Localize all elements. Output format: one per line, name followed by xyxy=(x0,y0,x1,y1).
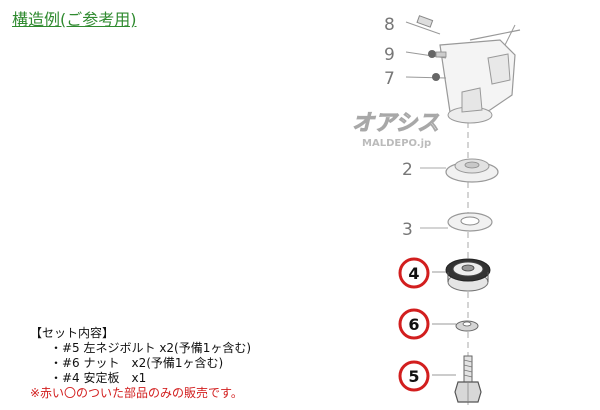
screw-8 xyxy=(405,15,441,35)
watermark-logo: オアシス MALDEPO.jp xyxy=(352,111,440,150)
label-part-9: 9 xyxy=(384,45,395,65)
highlight-part-4: 4 xyxy=(398,257,430,289)
highlight-part-5: 5 xyxy=(398,360,430,392)
part-2 xyxy=(420,158,499,183)
label-part-8: 8 xyxy=(384,15,395,35)
label-part-4: 4 xyxy=(408,264,419,283)
kit-item: ・#4 安定板 x1 xyxy=(50,371,147,385)
part-3 xyxy=(420,212,493,232)
kit-item: ・#6 ナット x2(予備1ヶ含む) xyxy=(50,356,224,370)
gear-head-housing xyxy=(439,24,521,124)
part-4 xyxy=(432,258,491,292)
highlight-part-6: 6 xyxy=(398,308,430,340)
kit-item: ・#5 左ネジボルト x2(予備1ヶ含む) xyxy=(50,341,252,355)
label-part-7: 7 xyxy=(384,69,395,89)
kit-contents: 【セット内容】 ・#5 左ネジボルト x2(予備1ヶ含む) ・#6 ナット x2… xyxy=(30,326,251,401)
part-6 xyxy=(432,320,479,332)
kit-note: ※赤い〇のついた部品のみの販売です。 xyxy=(30,386,243,400)
page-title: 構造例(ご参考用) xyxy=(12,10,137,29)
label-part-3: 3 xyxy=(402,220,413,240)
label-part-2: 2 xyxy=(402,160,413,180)
screw-7 xyxy=(405,73,447,81)
watermark-logo-text: オアシス xyxy=(352,111,439,136)
kit-header: 【セット内容】 xyxy=(30,326,115,340)
label-part-6: 6 xyxy=(408,315,419,334)
part-5 xyxy=(432,355,482,403)
watermark-site-text: MALDEPO.jp xyxy=(362,138,431,149)
screw-9 xyxy=(405,50,447,59)
label-part-5: 5 xyxy=(408,367,419,386)
